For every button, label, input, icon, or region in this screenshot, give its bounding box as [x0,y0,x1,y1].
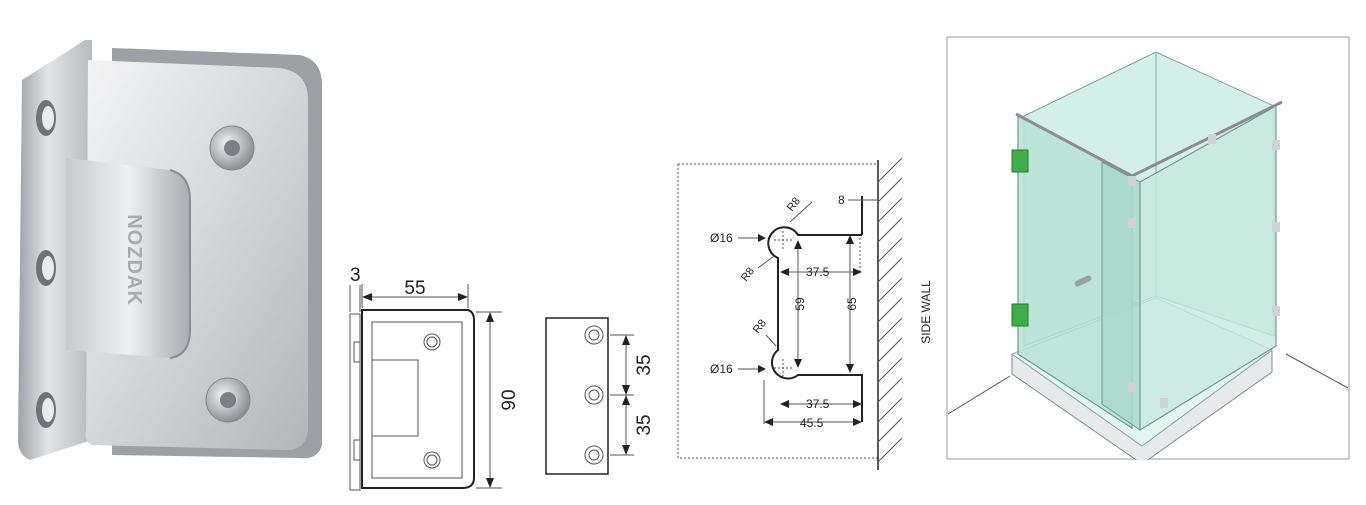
label-hole-top: Ø16 [710,231,733,245]
dim-hole-spacing: 59 [793,297,807,311]
label-hole-bottom: Ø16 [710,362,733,376]
clamp [1128,176,1136,186]
green-hinge-bottom [1011,303,1029,327]
label-radius-b: R8 [739,265,757,283]
glass-cutout-drawing: SIDE WALL Ø16 Ø16 R8 R8 R8 8 59 65 [670,0,945,500]
glass-cutout-svg: SIDE WALL Ø16 Ø16 R8 R8 R8 8 59 65 [677,157,933,470]
shower-illustration [946,36,1350,465]
dim-width: 55 [404,278,425,299]
side-screw-bottom [423,451,441,469]
dim-spacing-bottom: 35 [634,414,655,435]
knuckle [66,158,190,358]
front-glass-right [1139,104,1277,432]
hinge-photo-svg: NOZDAK [18,40,322,460]
wall-leaf [18,40,92,460]
side-screw-top [423,333,441,351]
plate-view-drawing: 35 35 [540,0,670,500]
side-view-drawing: 3 55 90 [340,0,530,500]
plate-outline [545,317,609,475]
green-hinge-top [1011,149,1029,173]
dim-depth-total: 45.5 [800,416,824,430]
door-handle [1074,275,1092,287]
cutout-profile [767,226,863,422]
brand-engraving: NOZDAK [123,214,145,306]
label-radius-a: R8 [785,195,803,213]
dim-depth-top: 37.5 [806,265,830,279]
plate-hole-2 [584,385,604,405]
dim-cut-height: 65 [845,297,859,311]
plate-hole-1 [584,325,604,345]
shower-svg [946,36,1350,465]
hinge-photo: NOZDAK [0,0,340,500]
dim-depth-bottom: 37.5 [806,397,830,411]
dim-height: 90 [499,389,520,410]
glass-boundary [677,163,878,459]
side-body [361,309,475,489]
side-wall-label: SIDE WALL [919,280,933,344]
plate-hole-3 [584,445,604,465]
label-radius-c: R8 [751,317,769,335]
dim-top-gap: 8 [838,193,845,207]
dim-thickness: 3 [350,265,361,286]
side-plate [349,313,361,491]
plate-view-svg: 35 35 [545,317,655,475]
side-view-svg: 3 55 90 [349,265,520,491]
wall-hatching [877,157,903,463]
dim-spacing-top: 35 [634,354,655,375]
